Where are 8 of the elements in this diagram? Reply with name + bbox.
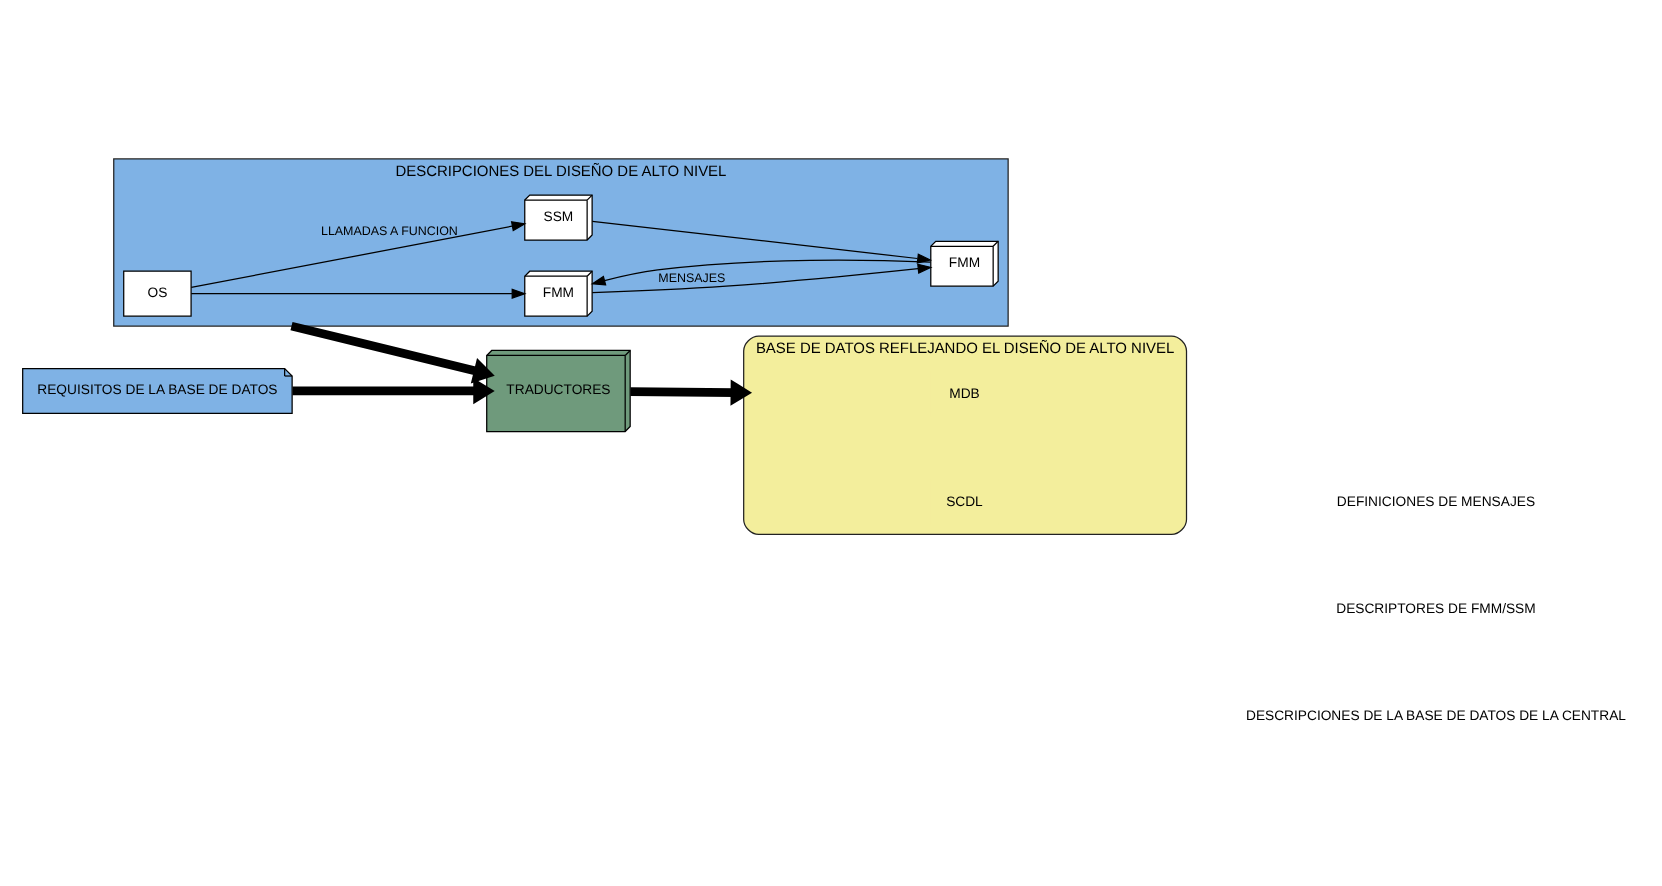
arrow xyxy=(590,258,932,285)
arrow xyxy=(292,376,495,404)
arrow xyxy=(591,219,933,263)
arrow xyxy=(190,220,527,288)
arrow xyxy=(630,378,753,405)
arrow xyxy=(290,320,495,383)
arrow xyxy=(591,262,933,293)
arrow xyxy=(190,287,527,298)
